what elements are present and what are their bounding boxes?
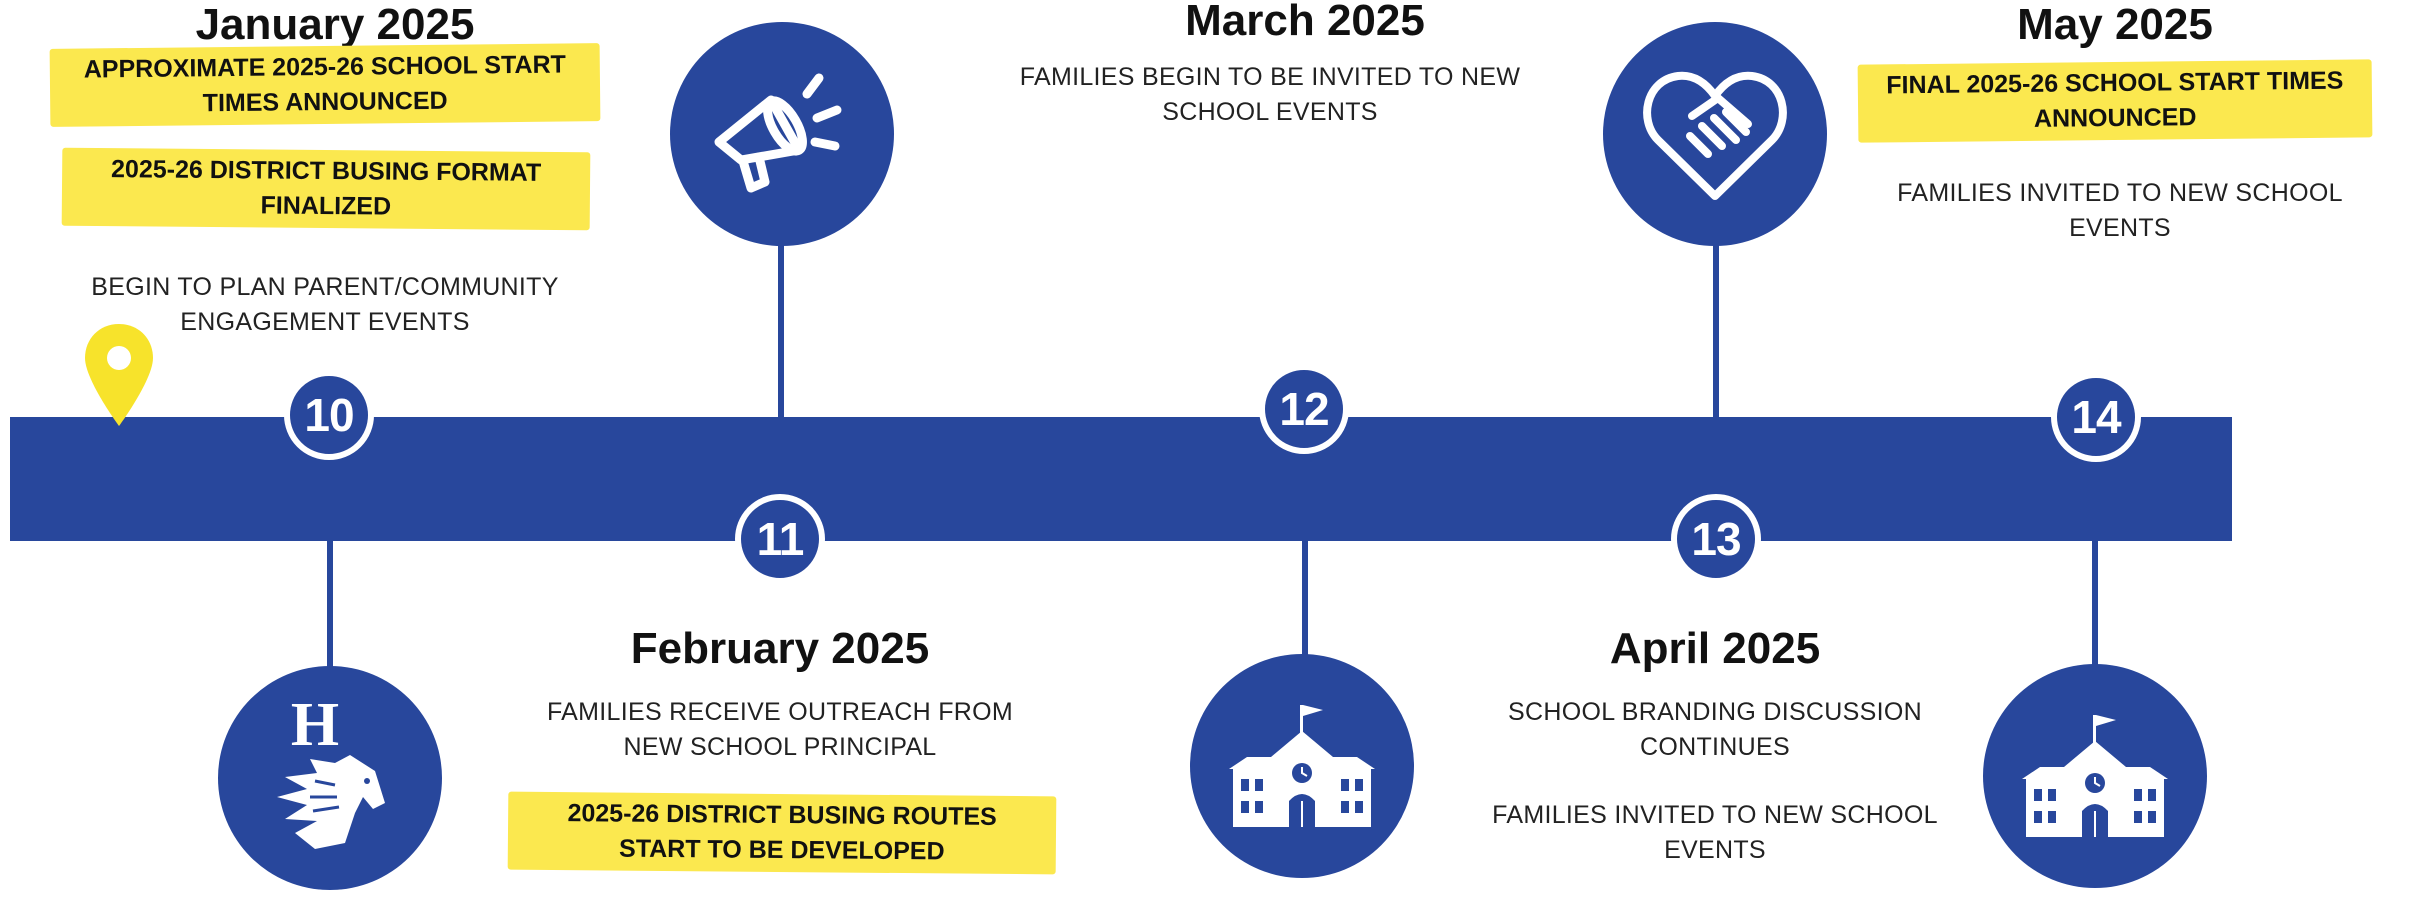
- milestone-title-march: March 2025: [1185, 0, 1425, 45]
- milestone-title-april: April 2025: [1609, 624, 1821, 673]
- handshake-heart-icon: [1643, 71, 1787, 200]
- stem-14: [2092, 540, 2098, 670]
- milestone-title-may: May 2025: [2017, 0, 2213, 49]
- milestone-number-10: 10: [284, 370, 374, 460]
- milestone-number-13: 13: [1671, 494, 1761, 584]
- school-circle-12: [1190, 654, 1414, 878]
- note-principal-outreach: FAMILIES RECEIVE OUTREACH FROM NEW SCHOO…: [546, 698, 1013, 761]
- note-invited-events-march: FAMILIES BEGIN TO BE INVITED TO NEW SCHO…: [1019, 63, 1521, 126]
- school-building-icon: [1229, 705, 1375, 827]
- megaphone-circle: [670, 22, 894, 246]
- mascot-letter: H: [291, 693, 339, 759]
- milestone-number-14: 14: [2051, 372, 2141, 462]
- stem-11: [778, 240, 784, 420]
- timeline-band: [10, 417, 2232, 541]
- mascot-circle: H: [218, 666, 442, 890]
- milestone-number-12: 12: [1259, 364, 1349, 454]
- milestone-title-february: February 2025: [630, 624, 930, 673]
- highlight-start-times-approx: APPROXIMATE 2025-26 SCHOOL START TIMES A…: [49, 43, 601, 127]
- note-invited-events-may: FAMILIES INVITED TO NEW SCHOOL EVENTS: [1897, 179, 2343, 242]
- stem-12: [1302, 540, 1308, 660]
- milestone-title-january: January 2025: [195, 0, 475, 49]
- stem-13: [1713, 240, 1719, 420]
- note-plan-engagement: BEGIN TO PLAN PARENT/COMMUNITY ENGAGEMEN…: [91, 273, 559, 336]
- note-branding-discussion: SCHOOL BRANDING DISCUSSION CONTINUES: [1508, 698, 1922, 761]
- hornet-mascot-icon: H: [277, 693, 385, 849]
- note-invited-events-april: FAMILIES INVITED TO NEW SCHOOL EVENTS: [1492, 801, 1938, 864]
- school-building-icon: [2022, 715, 2168, 837]
- highlight-busing-routes: 2025-26 DISTRICT BUSING ROUTES START TO …: [507, 791, 1057, 875]
- milestone-number-11: 11: [735, 494, 825, 584]
- stem-10: [327, 540, 333, 670]
- handshake-circle: [1603, 22, 1827, 246]
- highlight-final-start-times: FINAL 2025-26 SCHOOL START TIMES ANNOUNC…: [1857, 59, 2373, 143]
- location-pin-icon: [85, 324, 153, 426]
- megaphone-icon: [714, 73, 842, 193]
- school-circle-14: [1983, 664, 2207, 888]
- highlight-busing-format: 2025-26 DISTRICT BUSING FORMAT FINALIZED: [61, 147, 591, 231]
